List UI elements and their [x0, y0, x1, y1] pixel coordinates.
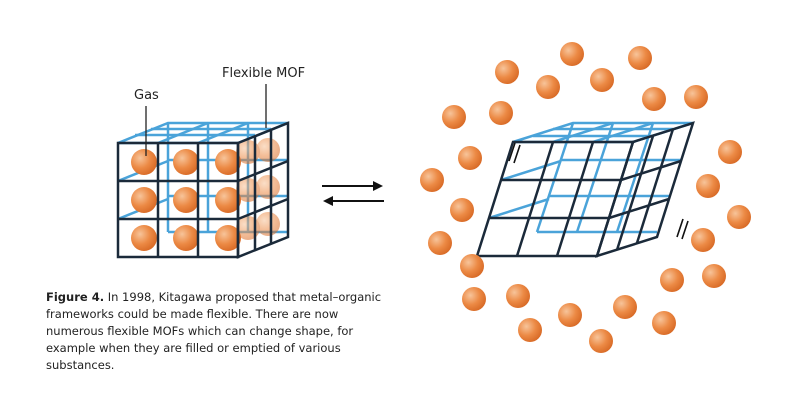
gas-molecule-icon — [495, 60, 519, 84]
gas-molecule-icon — [718, 140, 742, 164]
emptied-mof-framework — [475, 121, 695, 258]
gas-molecule-icon — [506, 284, 530, 308]
gas-molecule-icon — [590, 68, 614, 92]
gas-molecule-icon — [727, 205, 751, 229]
gas-molecule-icon — [450, 198, 474, 222]
gas-molecule-icon — [489, 101, 513, 125]
filled-mof-framework — [116, 121, 290, 259]
gas-molecule-icon — [696, 174, 720, 198]
gas-molecule-icon — [589, 329, 613, 353]
gas-molecule-icon — [628, 46, 652, 70]
figure-number: Figure 4. — [46, 290, 105, 304]
free-gas-molecules — [420, 42, 751, 353]
gas-molecule-icon — [613, 295, 637, 319]
gas-molecule-icon — [642, 87, 666, 111]
gas-molecule-icon — [460, 254, 484, 278]
gas-label: Gas — [134, 88, 159, 103]
gas-molecule-icon — [560, 42, 584, 66]
gas-molecule-icon — [660, 268, 684, 292]
gas-molecule-icon — [428, 231, 452, 255]
gas-molecule-icon — [518, 318, 542, 342]
gas-molecule-icon — [536, 75, 560, 99]
gas-molecule-icon — [558, 303, 582, 327]
equilibrium-arrows-icon — [322, 181, 384, 206]
gas-molecule-icon — [458, 146, 482, 170]
gas-molecule-icon — [652, 311, 676, 335]
gas-molecule-icon — [702, 264, 726, 288]
gas-molecule-icon — [691, 228, 715, 252]
gas-molecule-icon — [462, 287, 486, 311]
flexible-mof-label: Flexible MOF — [222, 66, 306, 81]
gas-molecule-icon — [442, 105, 466, 129]
gas-molecule-icon — [684, 85, 708, 109]
gas-molecules-inside — [131, 138, 280, 251]
gas-molecule-icon — [420, 168, 444, 192]
figure-caption: Figure 4. In 1998, Kitagawa proposed tha… — [46, 289, 386, 374]
caption-text: In 1998, Kitagawa proposed that metal–or… — [46, 290, 382, 372]
